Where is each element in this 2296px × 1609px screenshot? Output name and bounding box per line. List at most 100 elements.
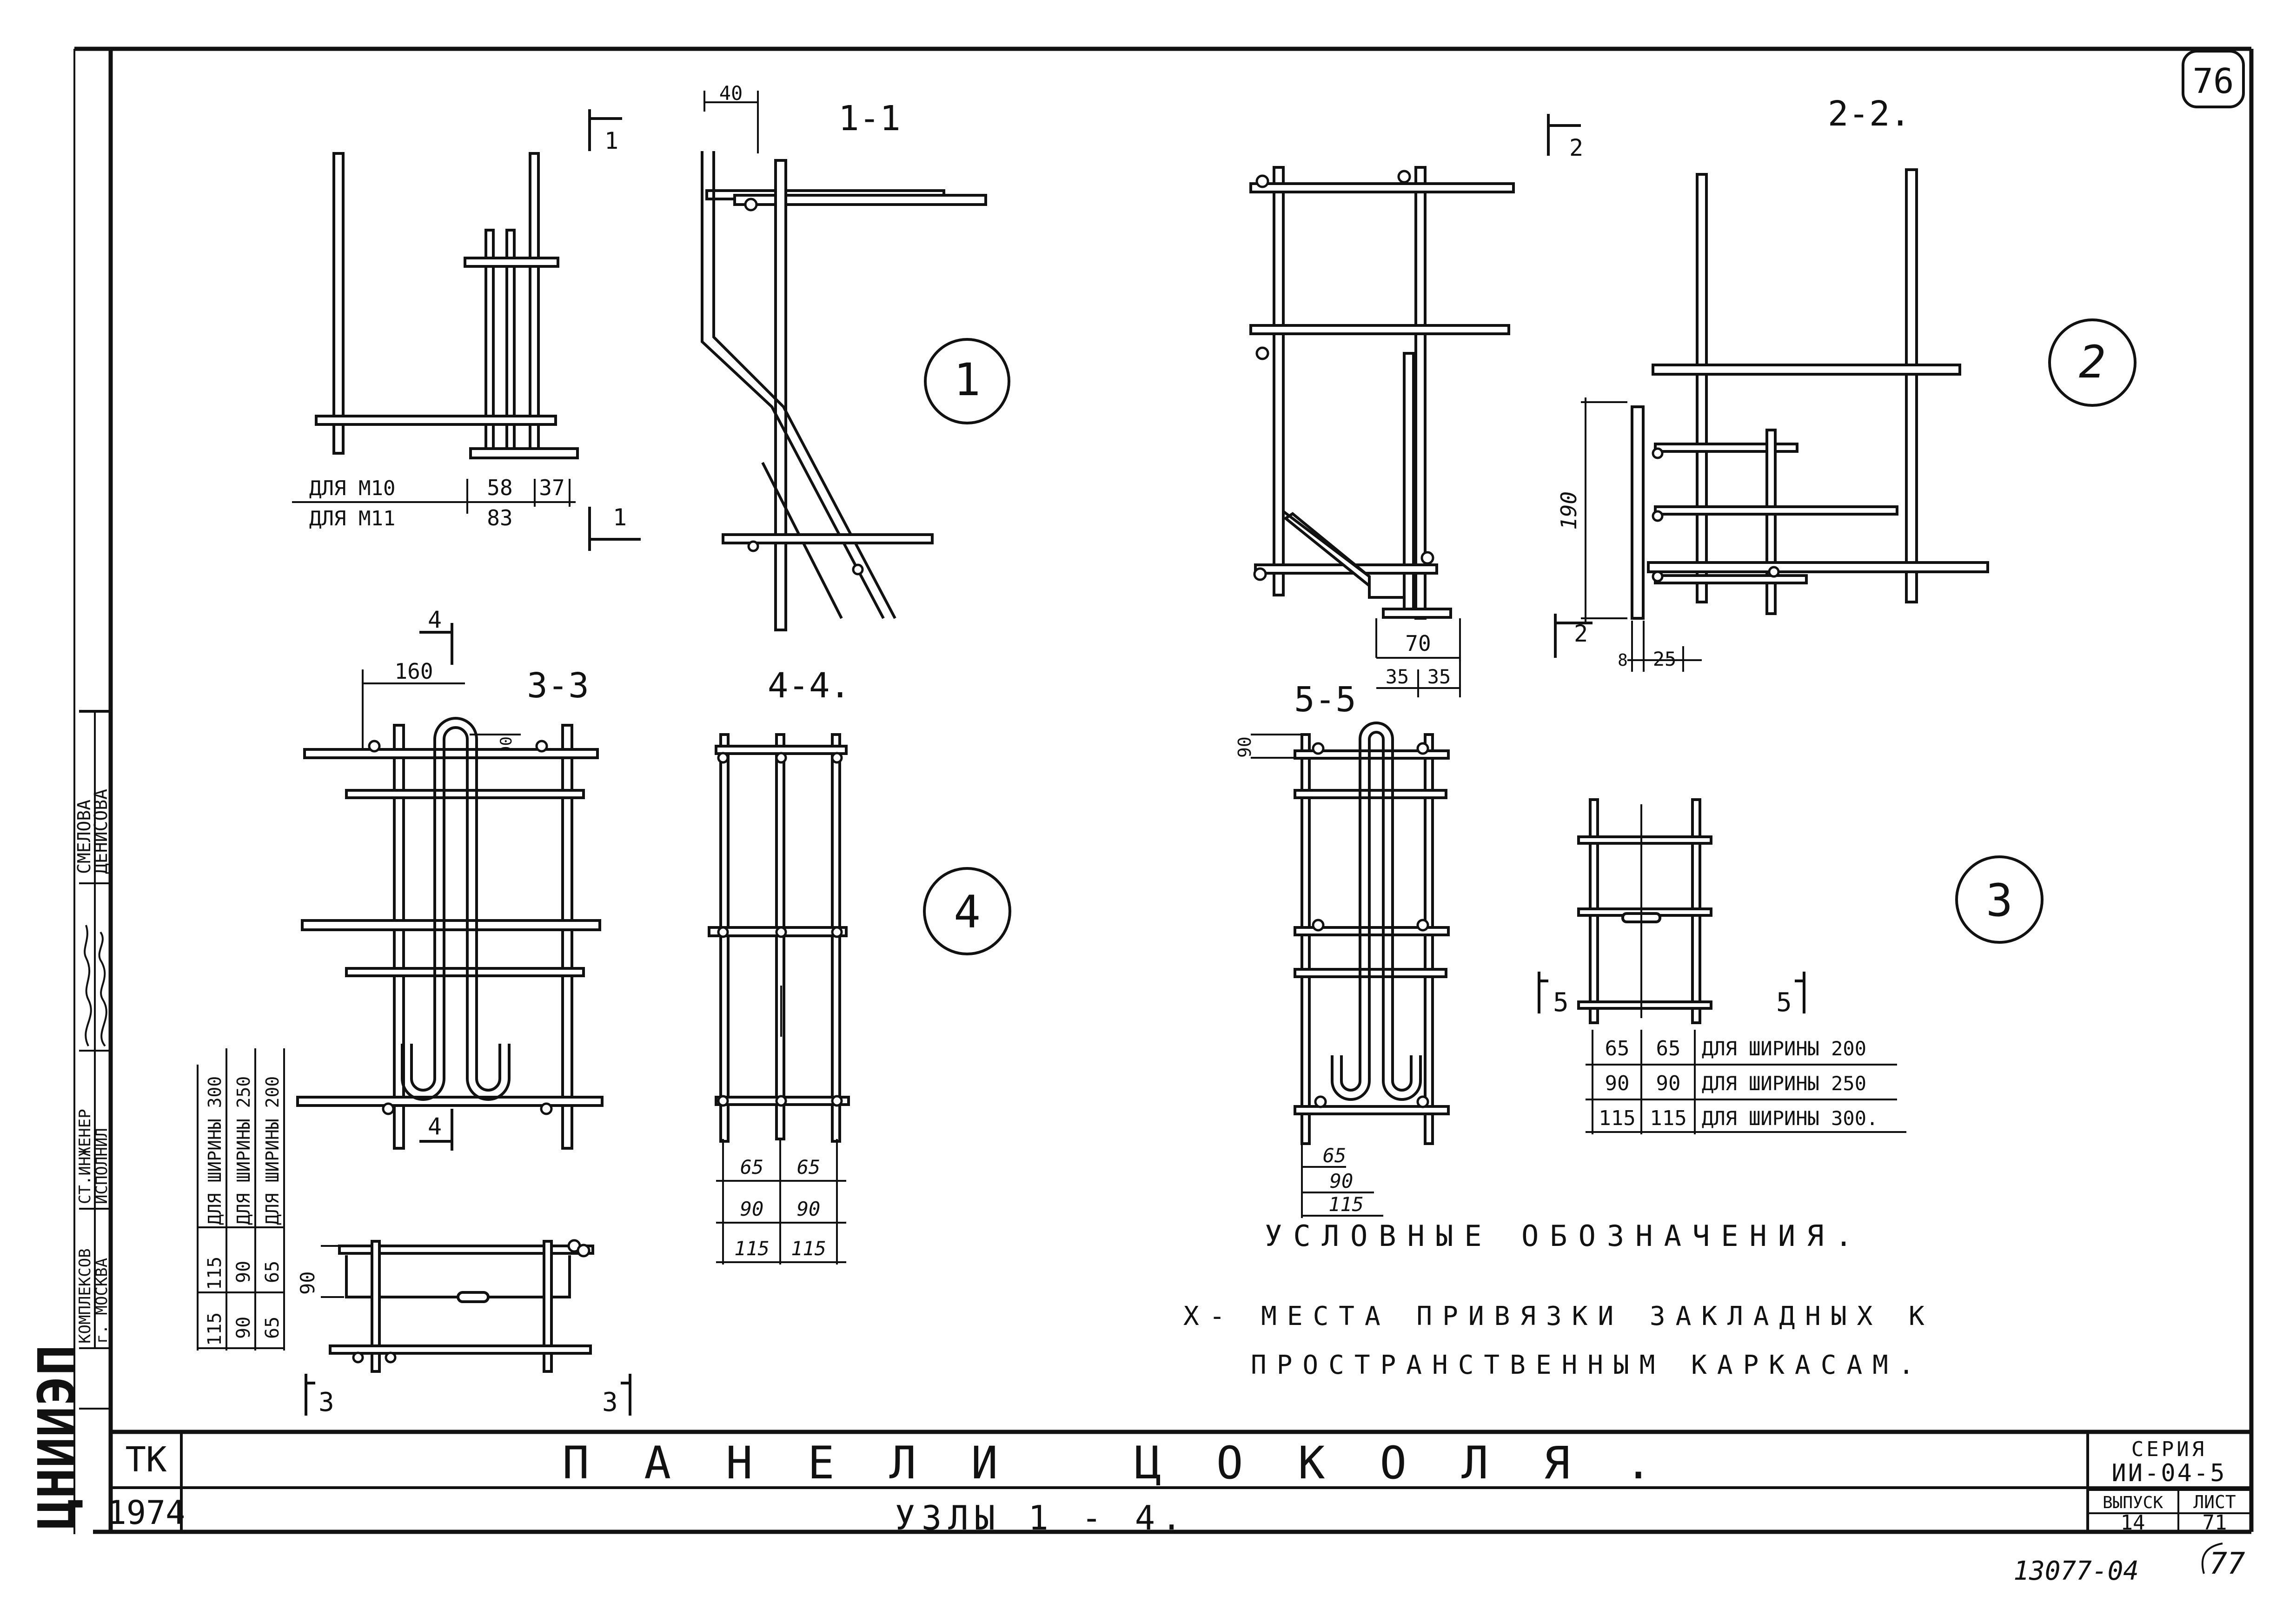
wtv-row2-b: 90: [233, 1261, 254, 1283]
dim-70: 70: [1405, 631, 1431, 656]
section-4-4-title: 4-4.: [768, 666, 850, 706]
section-mark-1-top: 1: [604, 127, 618, 154]
page-label: ЛИСТ: [2193, 1492, 2236, 1512]
side-org: ЦНИИЭП: [27, 1345, 86, 1530]
t44-r2-a: 90: [740, 1198, 764, 1220]
wt1-r1-a: 65: [1605, 1037, 1630, 1060]
wtv-row1-b: 115: [204, 1257, 226, 1290]
wtv-row1-a: 115: [204, 1312, 226, 1346]
detail-1-elevation: ДЛЯ М10 ДЛЯ М11 58 37 83 1 1: [292, 109, 641, 551]
title-code: ТК: [125, 1440, 167, 1480]
wt1-r2-label: ДЛЯ ШИРИНЫ 250: [1702, 1072, 1866, 1095]
section-2-2-title: 2-2.: [1828, 94, 1911, 134]
section-3-3: 3-3 4 160 90 4: [296, 606, 631, 1417]
wt1-r1-b: 65: [1656, 1037, 1681, 1060]
dim-58: 58: [487, 475, 512, 500]
node-4-marker: 4: [923, 867, 1011, 955]
section-5-5-title: 5-5: [1294, 680, 1356, 720]
dim-160: 160: [394, 659, 433, 684]
section-2-2: 2-2. 190 8 25 2: [1554, 94, 1989, 672]
detail-2-elevation: 70 35 35 2: [1249, 114, 1583, 697]
sheet-number-bottom-badge: 77: [2201, 1543, 2245, 1581]
t55-115: 115: [1328, 1193, 1364, 1216]
node-3-marker: 3: [1955, 855, 2044, 944]
section-mark-2-bottom: 2: [1574, 620, 1588, 647]
t44-r1-a: 65: [740, 1156, 764, 1179]
t44-r3-b: 115: [791, 1237, 826, 1260]
section-mark-3-left: 3: [319, 1387, 334, 1417]
wtv-row3-b: 65: [262, 1261, 283, 1283]
dim-90-plan: 90: [296, 1271, 319, 1295]
dim-35-a: 35: [1386, 665, 1409, 688]
legend-heading: УСЛОВНЫЕ ОБОЗНАЧЕНИЯ.: [1265, 1219, 1864, 1253]
legend-line-2: ПРОСТРАНСТВЕННЫМ КАРКАСАМ.: [1251, 1350, 1924, 1380]
section-mark-1-bottom: 1: [613, 504, 627, 531]
wtv-row3-label: ДЛЯ ШИРИНЫ 200: [262, 1076, 283, 1225]
node-1-marker: 1: [924, 338, 1010, 424]
side-role-2: ИСПОЛНИЛ: [93, 1128, 111, 1204]
signature-1: [84, 925, 92, 1046]
wt1-r3-label: ДЛЯ ШИРИНЫ 300.: [1702, 1107, 1878, 1130]
side-name-2: ДЕНИСОВА: [91, 789, 111, 874]
dim-25: 25: [1653, 648, 1677, 670]
t44-r2-b: 90: [797, 1198, 821, 1220]
drawing-subtitle: УЗЛЫ 1 - 4.: [895, 1498, 1188, 1537]
section-mark-2-top: 2: [1569, 134, 1583, 161]
node-2-marker: 2: [2048, 318, 2137, 407]
detail-3-elevation: 5 5: [1538, 798, 1805, 1024]
node-4-label: 4: [954, 886, 981, 938]
label-for-m10: ДЛЯ М10: [309, 477, 395, 500]
sheet-number-bottom: 77: [2209, 1547, 2245, 1581]
label-for-m11: ДЛЯ М11: [309, 507, 395, 530]
dim-37: 37: [539, 475, 564, 500]
dim-35-b: 35: [1427, 665, 1451, 688]
t55-65: 65: [1323, 1144, 1347, 1167]
node-1-label: 1: [954, 354, 981, 406]
dim-190: 190: [1556, 491, 1581, 530]
legend-line-1: X- МЕСТА ПРИВЯЗКИ ЗАКЛАДНЫХ К: [1183, 1301, 1935, 1331]
node-2-label: 2: [2079, 336, 2106, 388]
dim-40: 40: [719, 82, 743, 105]
section-mark-4-top: 4: [428, 606, 442, 633]
wt1-r2-a: 90: [1605, 1072, 1630, 1095]
width-table-1: 65 65 ДЛЯ ШИРИНЫ 200 90 90 ДЛЯ ШИРИНЫ 25…: [1586, 1030, 1906, 1134]
node-3-label: 3: [1986, 874, 2013, 927]
signature-2: [98, 931, 107, 1047]
sheet-number-top: 76: [2192, 61, 2234, 101]
wt1-r3-a: 115: [1599, 1106, 1635, 1130]
section-1-1-title: 1-1: [838, 99, 901, 139]
side-approval-block: СМЕЛОВА ДЕНИСОВА СТ.ИНЖЕНЕР ИСПОЛНИЛ КОМ…: [27, 710, 111, 1530]
dim-8: 8: [1618, 651, 1628, 670]
series-value: ИИ-04-5: [2111, 1459, 2226, 1487]
drawing-title: ПАНЕЛИ ЦОКОЛЯ.: [562, 1437, 1706, 1489]
section-5-5: 5-5 90 65 90 115: [1234, 680, 1450, 1218]
page-value: 71: [2203, 1511, 2227, 1535]
wt1-r3-b: 115: [1650, 1106, 1686, 1130]
t44-r3-a: 115: [734, 1237, 770, 1260]
wt1-r1-label: ДЛЯ ШИРИНЫ 200: [1702, 1037, 1866, 1060]
t44-r1-b: 65: [797, 1156, 821, 1179]
section-mark-4-bottom: 4: [428, 1113, 442, 1140]
section-mark-3-right: 3: [602, 1387, 618, 1417]
side-name-1: СМЕЛОВА: [74, 800, 94, 874]
issue-label: ВЫПУСК: [2103, 1493, 2163, 1512]
side-role-1: СТ.ИНЖЕНЕР: [76, 1109, 94, 1204]
wtv-row3-a: 65: [262, 1317, 283, 1339]
wtv-row2-a: 90: [233, 1317, 254, 1339]
title-block: ТК 1974 ПАНЕЛИ ЦОКОЛЯ. УЗЛЫ 1 - 4. СЕРИЯ…: [107, 1430, 2251, 1537]
side-org-sub-1: КОМПЛЕКСОВ: [76, 1248, 94, 1344]
section-1-1: 1-1 40: [701, 82, 987, 631]
sheet-number-badge: 76: [2182, 50, 2245, 108]
sheet-frame: [73, 46, 2254, 1534]
series-label: СЕРИЯ: [2131, 1437, 2207, 1461]
wtv-row2-label: ДЛЯ ШИРИНЫ 250: [233, 1076, 254, 1225]
wt1-r2-b: 90: [1656, 1072, 1681, 1095]
title-year: 1974: [107, 1494, 186, 1532]
side-org-sub-2: г. МОСКВА: [93, 1258, 111, 1344]
t55-90: 90: [1330, 1170, 1354, 1192]
width-table-vertical: 115 115 ДЛЯ ШИРИНЫ 300 90 90 ДЛЯ ШИРИНЫ …: [197, 1048, 285, 1351]
table-4-4: 65 65 90 90 115 115: [716, 1139, 846, 1265]
archive-code: 13077-04: [2013, 1556, 2139, 1586]
section-mark-5-left: 5: [1553, 987, 1569, 1018]
